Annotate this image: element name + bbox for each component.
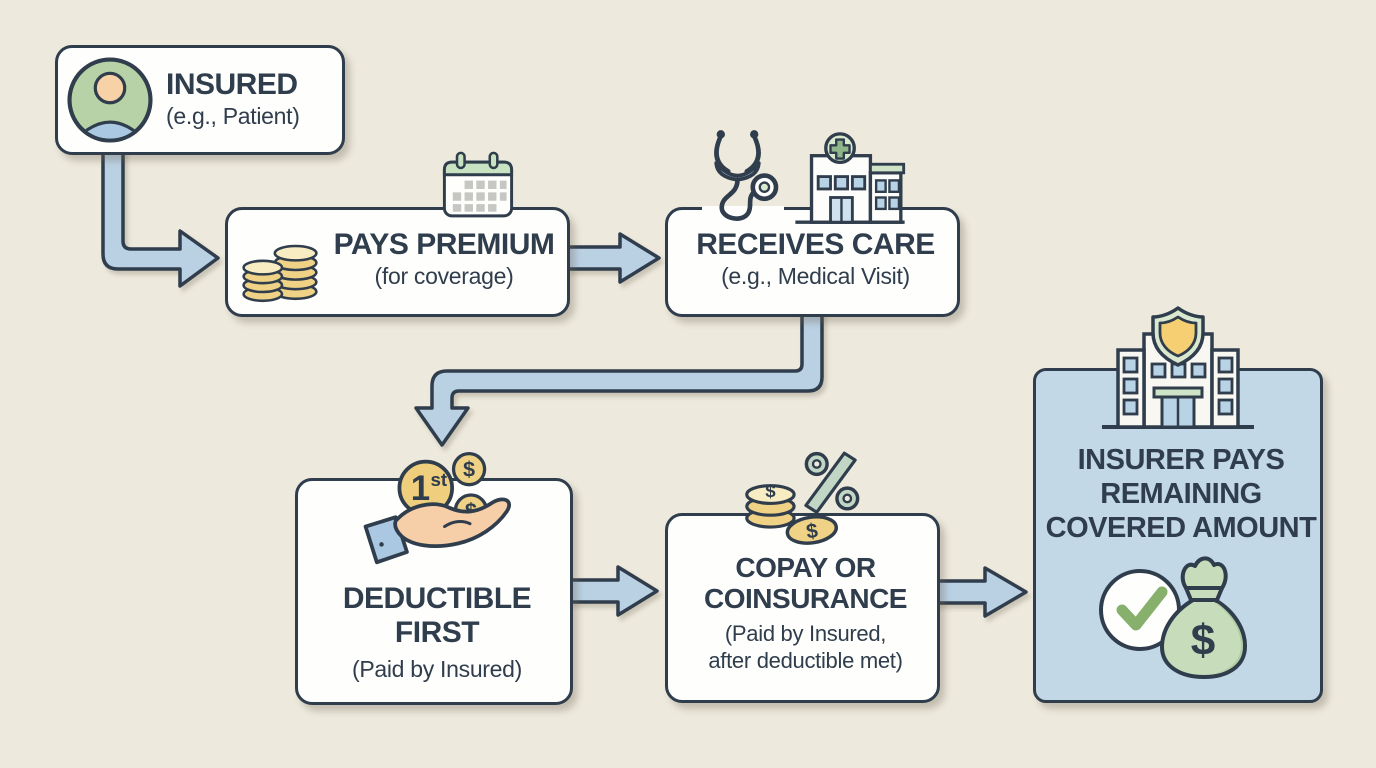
coin-stack-icon [745,484,796,529]
dollar-coin-icon [451,451,487,487]
svg-text:$: $ [765,482,775,501]
percent-icon [804,451,860,514]
node-deductible-subtitle: (Paid by Insured) [351,656,523,683]
person-avatar-icon [67,57,153,143]
node-copay-subtitle-line2: after deductible met) [708,647,903,673]
hospital-icon [795,132,906,224]
node-copay-coinsurance: COPAY OR COINSURANCE (Paid by Insured, a… [665,513,940,703]
svg-text:$: $ [463,457,475,482]
node-copay-title-line1: COPAY OR [735,552,876,583]
node-deductible-first: DEDUCTIBLE FIRST (Paid by Insured) [295,478,573,705]
node-copay-subtitle-line1: (Paid by Insured, [724,620,887,646]
insurer-building-shield-icon [1102,306,1254,429]
svg-text:1: 1 [411,469,430,508]
node-insurer-title-line2: REMAINING [1100,478,1262,511]
node-deductible-title-line2: FIRST [394,615,480,649]
calendar-icon [442,151,514,218]
open-hand-icon [363,497,511,565]
check-circle-icon [1099,569,1181,651]
node-pays-premium-title: PAYS PREMIUM [333,228,555,261]
border-mask [702,199,784,206]
arrow-deductible-to-copay [569,565,659,617]
node-receives-care-title: RECEIVES CARE [696,228,935,261]
svg-text:$: $ [805,519,820,543]
arrow-care-to-deductible [414,306,824,447]
node-deductible-title-line1: DEDUCTIBLE [342,582,532,615]
money-bag-icon: $ [1160,556,1247,679]
node-copay-title-line2: COINSURANCE [704,583,907,615]
node-insurer-title-line3: COVERED AMOUNT [1045,512,1317,545]
payment-approved-icons: $ [1099,556,1247,679]
node-receives-care-subtitle: (e.g., Medical Visit) [721,262,910,289]
arrow-premium-to-care [566,232,661,284]
node-pays-premium-subtitle: (for coverage) [374,262,514,289]
node-insured-subtitle: (e.g., Patient) [166,102,300,129]
node-receives-care: RECEIVES CARE (e.g., Medical Visit) [665,207,960,317]
node-insured-title: INSURED [166,68,298,101]
stethoscope-icon [714,130,779,221]
border-mask [702,206,784,215]
coins-and-percent-icon: $ $ [745,451,860,545]
svg-text:$: $ [1191,616,1215,665]
node-insurer-title-line1: INSURER PAYS [1077,444,1285,476]
svg-text:st: st [430,469,447,490]
coin-stack-icon [242,244,318,303]
arrow-insured-to-premium [101,146,220,288]
dollar-coin-icon: $ [785,515,838,545]
arrow-copay-to-insurer [934,566,1028,618]
hand-receiving-coins-icon: $ $ 1 st [363,451,511,565]
